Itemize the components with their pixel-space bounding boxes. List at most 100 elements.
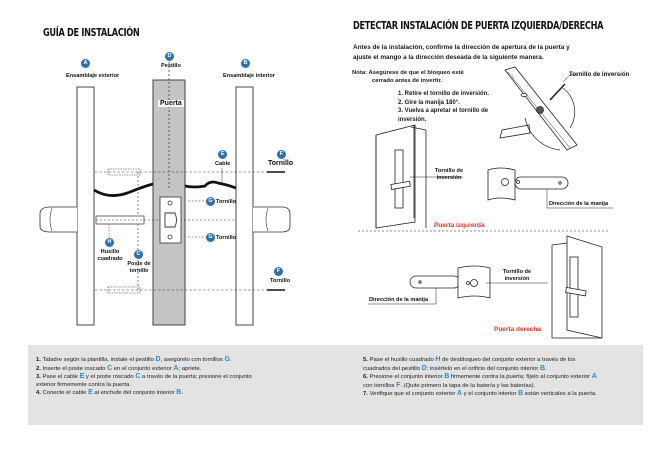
step-line: exterior firmemente contra la puerta. [36,382,296,390]
left-door-handle-direction: Dirección de la manija [549,201,609,207]
interior-assembly-label: Ensamblaje interior [223,73,275,79]
step-text: en el conjunto exterior [112,365,174,372]
part-letter: E [79,373,85,381]
step-text: Verifique que el conjunto exterior [369,391,457,398]
step-number: 1. [36,357,43,363]
step-text: ; insértelo en el orificio del conjunto … [426,365,540,372]
badge-g-upper: G [206,197,215,206]
exterior-handle [39,206,77,233]
screw-g-lower-label: Tornillo [216,235,237,241]
reversal-screw-label: Tornillo de inversión [569,71,630,78]
step-text: . (Quite primero la tapa de la batería y… [400,382,536,389]
right-door-caption: Puerta derecha [494,326,541,333]
step-number: 6. [363,374,370,381]
screw-g-upper-label: Tornillo [216,199,237,205]
cable [93,180,237,197]
part-letter: G [224,356,230,363]
interior-plate [235,86,254,326]
door-direction-title: DETECTAR INSTALACIÓN DE PUERTA IZQUIERDA… [353,20,604,32]
badge-c: C [134,250,143,259]
part-letter: C [135,373,141,381]
part-letter: A [457,390,463,398]
badge-h: H [105,238,114,247]
screw-bottom-label: Tornillo [270,278,291,284]
step-text: y el poste roscado [84,374,136,381]
part-letter: E [88,389,93,397]
left-handle-closeup [487,167,613,209]
screw-top-label: Tornillo [268,160,294,167]
part-letter: H [435,356,441,363]
interior-handle [253,206,291,233]
badge-b: B [241,59,250,68]
exterior-plate [76,86,95,326]
part-letter: F [396,381,401,389]
step-line: 4. Conecte el cable E al enchufe del con… [36,389,296,398]
installation-guide-title: GUÍA DE INSTALACIÓN [43,27,140,39]
reversal-handle-diagram [499,66,578,151]
badge-g-lower: G [206,233,215,242]
step-line: con tornillos F. (Quite primero la tapa … [363,382,638,391]
exterior-assembly-label: Ensamblaje exterior [66,73,120,79]
badge-d: D [165,52,174,61]
badge-e: E [218,150,227,159]
part-letter: C [107,364,113,372]
left-door-screw-label: Tornillo de inversión [434,168,464,181]
badge-f-top: F [277,150,286,159]
step-text: están verticales a la puerta. [523,391,597,398]
step-text: Taladre según la plantilla, instale el p… [42,357,156,363]
step-text: y el conjunto interior [462,391,519,398]
step-number: 3. [36,374,43,381]
reversal-instructions: 1. Retire el tornillo de inversión. 2. G… [398,91,490,123]
steps-left-column: 1. Taladre según la plantilla, instale e… [36,356,296,398]
door-direction-diagrams [358,66,613,339]
step-text: a través de la puerta; presione el conju… [140,374,252,381]
spindle-label: Husillo cuadrado [97,249,123,262]
step-text: Pase el husillo cuadrado [369,357,436,363]
step-number: 4. [36,390,43,397]
step-text: . [181,390,183,397]
threaded-post-label: Poste de tornillo [127,261,151,274]
right-door-diagram [551,235,603,339]
step-text: cuadrados del pestillo [363,365,422,372]
part-letter: D [421,364,427,372]
step-line: 3. Pase el cable E y el poste roscado C … [36,373,296,382]
left-door-diagram [375,124,463,229]
step-line: 2. Inserte el poste roscado C en el conj… [36,365,296,374]
part-letter: D [155,356,161,363]
badge-a: A [81,59,90,68]
latch-label: Pestillo [161,63,181,69]
step-line: 5. Pase el husillo cuadrado H de desbloq… [363,356,638,365]
step-text: Conecte el cable [42,390,89,397]
right-door-screw-label: Tornillo de inversión [502,269,532,282]
step-text: Inserte el poste roscado [42,365,108,372]
step-line: 6. Presione el conjunto interior B firme… [363,373,638,382]
step-text: con tornillos [363,382,397,389]
note-text: Nota: Asegúrese de que el bloqueo esté c… [352,70,464,84]
steps-right-column: 5. Pase el husillo cuadrado H de desbloq… [363,356,638,399]
step-text: . [545,365,547,372]
part-letter: B [539,364,546,372]
step-text: al enchufe del conjunto interior [92,390,177,397]
badge-f-bottom: F [274,267,283,276]
step-number: 7. [363,391,370,398]
step-line: 1. Taladre según la plantilla, instale e… [36,356,296,365]
left-door-caption: Puerta izquierda [434,222,485,229]
part-letter: B [176,389,182,397]
part-letter: B [444,373,450,381]
step-text: firmemente contra la puerta; fíjelo al c… [449,374,592,381]
step-text: Pase el cable [42,374,80,381]
step-number: 2. [36,365,43,372]
door-label: Puerta [158,100,184,107]
step-text: . [229,357,232,363]
lock-exploded-diagram [39,62,291,326]
part-letter: A [591,373,597,381]
right-handle-closeup [368,265,548,305]
cable-label: Cable [215,161,231,167]
part-letter: B [518,390,524,398]
step-text: ; apriete. [178,365,202,372]
right-door-handle-direction: Dirección de la manija [369,297,429,303]
step-text: de desbloqueo del conjunto exterior a tr… [440,357,576,363]
part-letter: A [173,364,179,372]
step-number: 5. [363,357,370,363]
installation-steps-panel: 1. Taladre según la plantilla, instale e… [28,345,643,425]
